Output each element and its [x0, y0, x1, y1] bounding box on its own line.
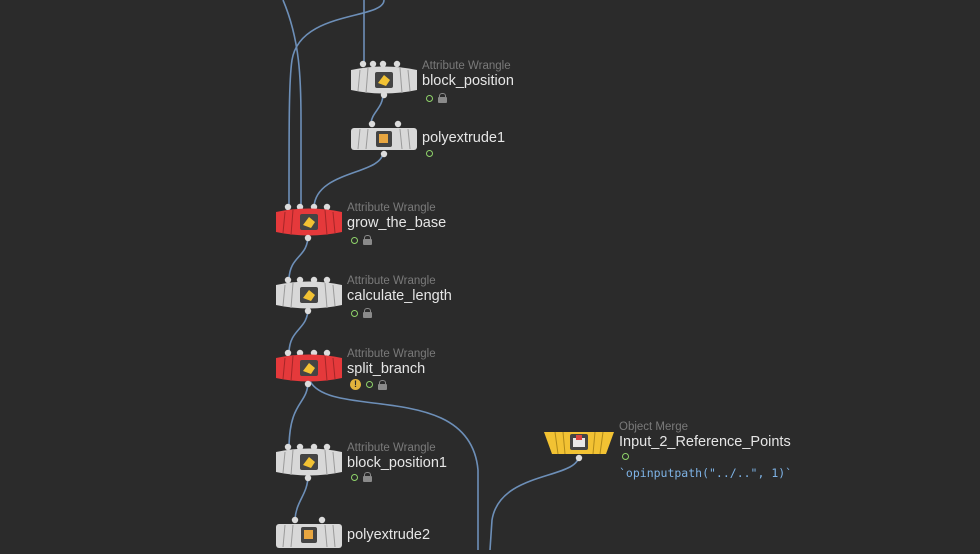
node-calculate-length[interactable]: Attribute Wrangle calculate_length — [275, 273, 475, 321]
wire-top-mid — [288, 0, 385, 208]
node-body — [351, 120, 417, 158]
display-flag-icon[interactable] — [351, 309, 358, 317]
node-body — [544, 431, 614, 462]
node-body — [351, 60, 417, 99]
lock-icon[interactable] — [363, 308, 372, 318]
node-type-label: Attribute Wrangle — [422, 60, 511, 72]
node-body — [276, 516, 342, 548]
node-block-position1[interactable]: Attribute Wrangle block_position1 — [275, 440, 475, 488]
wire-split-down — [309, 380, 479, 550]
display-flag-icon[interactable] — [351, 236, 358, 244]
node-type-label: Attribute Wrangle — [347, 275, 436, 287]
node-type-label: Attribute Wrangle — [347, 202, 436, 214]
wire-split-to-block1 — [288, 380, 309, 447]
display-flag-icon[interactable] — [426, 150, 433, 157]
node-name-label[interactable]: block_position — [422, 73, 514, 89]
node-grow-the-base[interactable]: Attribute Wrangle grow_the_base — [275, 200, 475, 248]
node-name-label[interactable]: polyextrude1 — [422, 130, 506, 146]
node-polyextrude1[interactable]: polyextrude1 — [350, 118, 550, 162]
wire-object-merge-out — [489, 454, 580, 550]
display-flag-icon[interactable] — [366, 381, 373, 388]
node-name-label[interactable]: block_position1 — [347, 455, 447, 471]
warning-icon[interactable]: ! — [350, 379, 361, 390]
wire-top-left — [282, 0, 302, 207]
node-name-label[interactable]: Input_2_Reference_Points — [619, 434, 791, 450]
node-body — [276, 349, 342, 388]
node-body — [276, 443, 342, 482]
node-type-label: Object Merge — [619, 421, 689, 433]
wire-polyextrude-to-grow — [313, 151, 384, 208]
node-expression-label: `opinputpath("../..", 1)` — [619, 466, 793, 480]
display-flag-icon[interactable] — [426, 94, 433, 102]
node-body — [276, 203, 342, 242]
lock-icon[interactable] — [378, 379, 387, 390]
node-object-merge[interactable]: Object Merge Input_2_Reference_Points `o… — [543, 420, 803, 484]
node-split-branch[interactable]: Attribute Wrangle split_branch ! — [275, 346, 475, 394]
node-type-label: Attribute Wrangle — [347, 348, 436, 360]
lock-icon[interactable] — [363, 472, 372, 482]
display-flag-icon[interactable] — [351, 473, 358, 481]
node-name-label[interactable]: split_branch — [347, 361, 426, 377]
node-polyextrude2[interactable]: polyextrude2 — [275, 514, 475, 550]
node-name-label[interactable]: grow_the_base — [347, 215, 447, 231]
node-name-label[interactable]: calculate_length — [347, 288, 452, 304]
node-block-position[interactable]: Attribute Wrangle block_position — [350, 58, 550, 106]
node-type-label: Attribute Wrangle — [347, 442, 436, 454]
display-flag-icon[interactable] — [622, 453, 629, 460]
node-name-label[interactable]: polyextrude2 — [347, 527, 431, 543]
node-body — [276, 276, 342, 315]
lock-icon[interactable] — [363, 235, 372, 245]
lock-icon[interactable] — [438, 93, 447, 103]
